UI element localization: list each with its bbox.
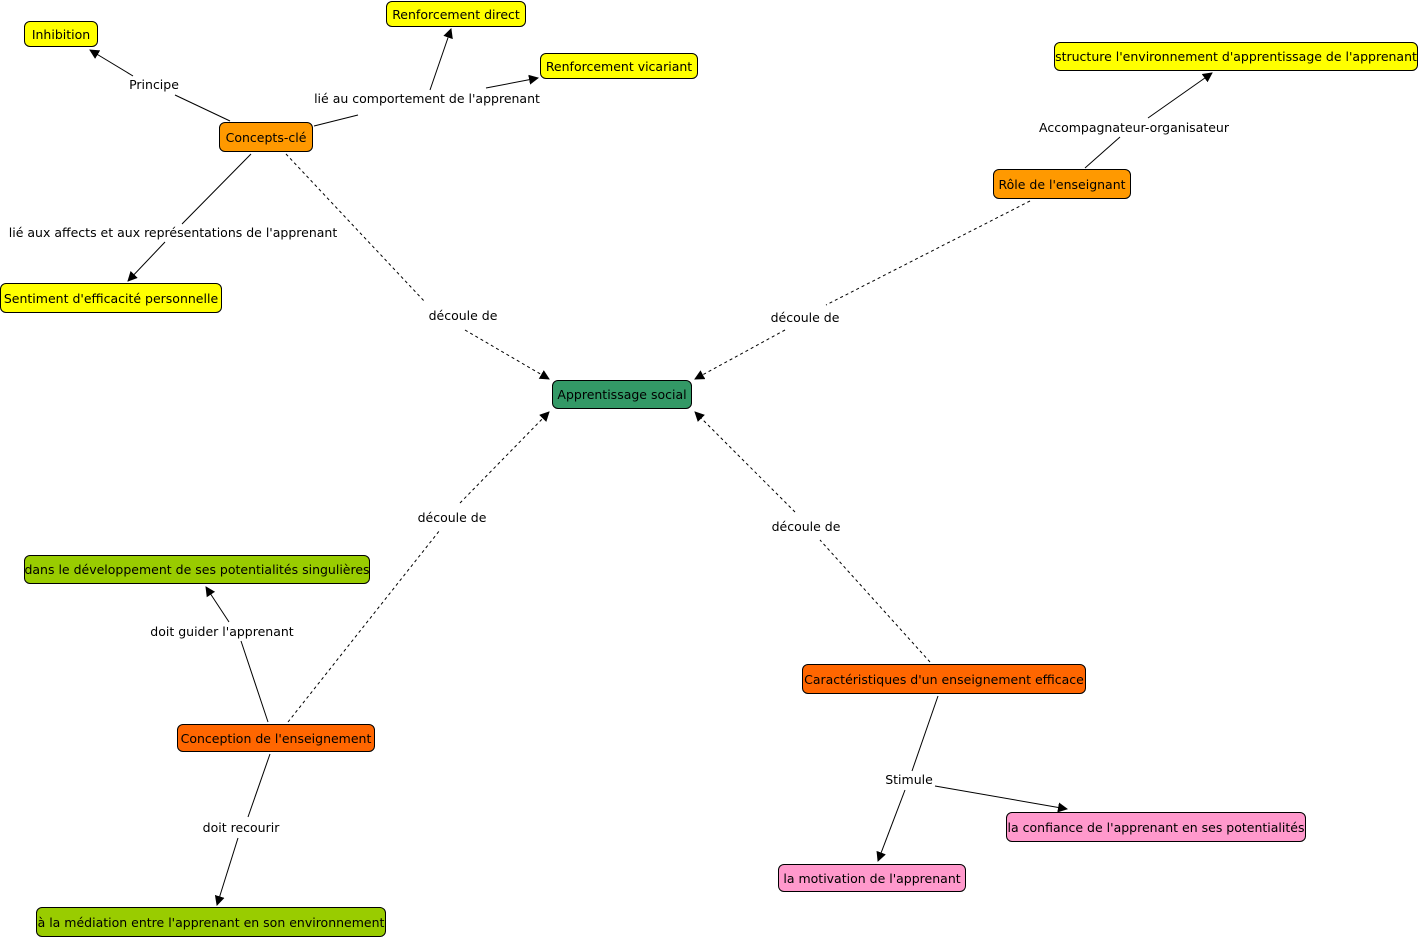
node-apprentissage-social[interactable]: Apprentissage social [552,380,692,409]
link-label-lie-comportement: lié au comportement de l'apprenant [313,91,541,107]
link-arrow [464,329,550,380]
link-line [819,539,931,663]
node-conception-enseignement[interactable]: Conception de l'enseignement [177,724,375,752]
node-concepts-cle[interactable]: Concepts-clé [219,122,313,152]
link-label-principe: Principe [128,77,180,93]
link-arrow [89,49,134,77]
link-label-decoule-conception: découle de [416,510,488,526]
link-label-decoule-role: découle de [769,310,841,326]
node-developpement-potentialites[interactable]: dans le développement de ses potentialit… [24,555,370,584]
link-line [285,153,426,303]
node-motivation-apprenant[interactable]: la motivation de l'apprenant [778,864,966,892]
link-line [240,640,269,723]
node-renforcement-direct[interactable]: Renforcement direct [386,1,526,27]
link-label-stimule: Stimule [884,772,934,788]
node-sentiment-efficacite[interactable]: Sentiment d'efficacité personnelle [0,283,222,313]
link-arrow [485,74,539,89]
link-arrow [694,329,786,380]
node-renforcement-vicariant[interactable]: Renforcement vicariant [540,53,698,79]
link-arrow [429,28,453,91]
link-arrow [876,789,906,862]
node-role-enseignant[interactable]: Rôle de l'enseignant [993,169,1131,199]
link-label-doit-guider: doit guider l'apprenant [149,624,295,640]
node-structure-environnement[interactable]: structure l'environnement d'apprentissag… [1054,42,1418,71]
link-label-decoule-concepts: découle de [427,308,499,324]
link-line [247,753,271,818]
link-line [911,695,939,772]
link-line [825,200,1031,306]
link-label-lie-affects: lié aux affects et aux représentations d… [7,225,339,241]
link-label-doit-recourir: doit recourir [201,820,281,836]
node-caracteristiques-enseignement[interactable]: Caractéristiques d'un enseignement effic… [802,664,1086,694]
link-arrow [934,785,1068,813]
link-line [174,94,231,122]
link-line [181,153,252,225]
node-confiance-apprenant[interactable]: la confiance de l'apprenant en ses poten… [1006,812,1306,842]
link-line [1084,136,1121,169]
node-mediation-environnement[interactable]: à la médiation entre l'apprenant en son … [36,907,386,937]
link-label-accompagnateur: Accompagnateur-organisateur [1038,120,1230,136]
node-inhibition[interactable]: Inhibition [24,21,98,47]
link-label-decoule-caracteristiques: découle de [770,519,842,535]
link-arrow [459,411,550,504]
link-line [287,529,441,723]
link-line [313,114,359,127]
link-arrow [694,411,796,513]
link-arrow [1147,72,1213,119]
link-arrow [205,586,230,623]
link-arrow [127,241,166,282]
link-arrow [214,837,239,906]
